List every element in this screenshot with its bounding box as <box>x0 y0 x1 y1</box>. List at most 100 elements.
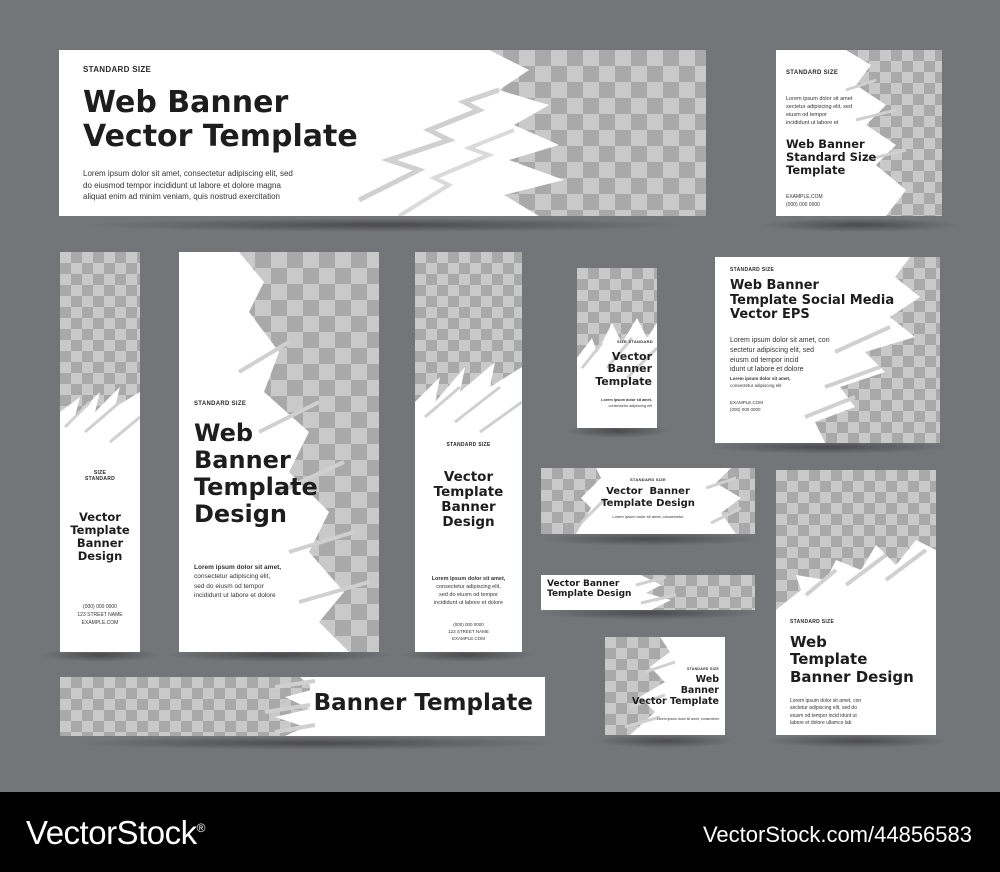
title-line: Web <box>695 674 719 685</box>
body-text: Lorem ipsum dolor sit amet, consectetur … <box>601 398 652 409</box>
banner-small-rect: STANDARD SIZE Web Banner Vector Template… <box>605 637 725 735</box>
title-line: Template <box>194 472 318 501</box>
title-line: Template Design <box>547 589 632 600</box>
brush-stroke-icon <box>415 362 522 652</box>
body-line: idunt ut labore et dolore <box>730 366 804 374</box>
brush-stroke-icon <box>264 677 545 736</box>
size-tag: STANDARD SIZE <box>194 401 247 407</box>
logo-text: VectorStock <box>26 814 197 851</box>
title-line: Template <box>790 650 868 669</box>
banner-title: Vector Banner Template Design <box>547 579 631 600</box>
brush-stroke-icon <box>179 252 370 652</box>
body-line: aliquat enim ad minim veniam, quis nostr… <box>83 192 280 202</box>
size-tag: SIZE STANDARD <box>616 339 653 344</box>
title-line: Vector <box>611 350 652 363</box>
banner-medium-rect-top: STANDARD SIZE Lorem ipsum dolor sit amet… <box>776 50 942 216</box>
banner-social-media: STANDARD SIZE Web Banner Template Social… <box>715 257 940 443</box>
contact-info: EXAMPLE.COM (000) 000 0000 <box>786 193 823 209</box>
body-line: consectetur adipiscing elit, <box>436 583 501 590</box>
body-text: Lorem ipsum dolor sit amet, consectetur <box>612 514 684 519</box>
body-text: Lorem ipsum dolor sit amet, consectetur … <box>194 563 281 601</box>
contact-line: (000) 000 0000 <box>83 604 117 610</box>
brush-stroke-icon <box>60 387 140 652</box>
body-line: sed do eiusm od tempor <box>194 582 264 590</box>
body-text: Lorem ipsum dolor sit amet, consectetur … <box>83 168 293 203</box>
contact-line: 123 STREET NAME <box>77 612 123 618</box>
banner-shadow <box>595 734 735 748</box>
title-line: Vector Banner <box>606 486 690 497</box>
contact-line: (000) 000 0000 <box>786 202 820 208</box>
title-line: Vector Banner <box>547 579 620 589</box>
size-tag: STANDARD SIZE <box>786 70 839 76</box>
tag-line: SIZE <box>93 470 107 476</box>
title-line: Standard Size <box>786 149 877 164</box>
watermark-footer: VectorStock® VectorStock.com/44856583 <box>0 792 1000 872</box>
body-text: Lorem ipsum dolor sit amet, con sectetur… <box>790 698 861 727</box>
contact-info: (000) 000 0000 123 STREET NAME EXAMPLE.C… <box>415 621 522 643</box>
brush-stroke-icon <box>776 50 907 216</box>
banner-title: Vector Template Banner Design <box>60 511 140 563</box>
title-line: Banner <box>680 684 719 696</box>
size-tag: STANDARD SIZE <box>83 65 152 74</box>
size-tag: STANDARD SIZE <box>686 667 719 671</box>
body-line: eiusm od tempor incid <box>730 356 799 364</box>
title-line: Banner <box>76 535 124 550</box>
image-url[interactable]: VectorStock.com/44856583 <box>702 822 972 847</box>
banner-wide-top: STANDARD SIZE Web Banner Vector Template… <box>59 50 706 216</box>
title-line: Template <box>70 522 130 537</box>
body-line: incididunt ut labore et dolore <box>194 592 276 600</box>
title-line: Template <box>433 484 504 501</box>
contact-info: (000) 000 0000 123 STREET NAME EXAMPLE.C… <box>60 603 140 627</box>
title-line: Banner Design <box>790 667 914 686</box>
title-line: Vector <box>443 469 494 485</box>
body-text: Lorem ipsum dolor sit amet, consectetur … <box>415 576 522 608</box>
registered-mark: ® <box>196 821 206 835</box>
banner-shadow <box>760 218 960 232</box>
title-line: Web <box>790 633 827 651</box>
banner-title: Vector Template Banner Design <box>415 469 522 531</box>
banner-title: Vector Banner Template Design <box>541 486 755 509</box>
body-text: Lorem ipsum dolor sit amet, consectetur <box>656 717 719 721</box>
title-line: Vector <box>79 510 121 524</box>
title-line: Design <box>442 514 495 531</box>
banner-title: Web Banner Template Social Media Vector … <box>730 278 894 323</box>
banner-skyscraper-wide: STANDARD SIZE Web Banner Template Design… <box>179 252 379 652</box>
brand-logo: VectorStock® <box>26 814 205 852</box>
title-line: Banner <box>194 445 291 474</box>
artwork-canvas: STANDARD SIZE Web Banner Vector Template… <box>40 50 960 750</box>
body-line: labore et dolore ullamco lab <box>790 719 852 726</box>
brush-stroke-icon <box>576 468 742 534</box>
size-tag: STANDARD SIZE <box>446 442 491 448</box>
body-line: do eiusmod tempor incididunt ut labore e… <box>83 180 281 190</box>
banner-title: Vector Banner Template <box>595 350 652 388</box>
body-line: sectetur adipiscing elit, sed <box>786 103 853 110</box>
banner-title: Web Banner Vector Template <box>632 674 719 708</box>
body-line: Lorem ipsum dolor sit amet, consectetur … <box>83 169 293 178</box>
body-line: Lorem ipsum dolor sit amet, <box>194 564 282 571</box>
contact-line: EXAMPLE.COM <box>81 620 119 626</box>
body-line: sectetur adipiscing elit, sed do <box>790 705 857 712</box>
title-line: Web Banner <box>83 85 289 120</box>
body-line: Lorem ipsum dolor sit amet, con <box>730 337 830 344</box>
contact-line: EXAMPLE.COM <box>730 400 764 405</box>
body-line: Lorem ipsum dolor sit amet, <box>730 376 791 381</box>
banner-small-vertical: SIZE STANDARD Vector Banner Template Lor… <box>577 268 657 428</box>
body-line: eiusm od tempor <box>786 111 827 118</box>
title-line: Template Design <box>601 497 695 509</box>
brush-stroke-icon <box>715 257 920 443</box>
banner-shadow <box>80 218 690 232</box>
body-line: incididunt ut labore et dolore <box>433 599 504 606</box>
banner-title: Web Banner Vector Template <box>83 86 358 153</box>
banner-shadow <box>540 532 760 546</box>
title-line: Template <box>786 162 846 177</box>
contact-info: EXAMPLE.COM (000) 000 0000 <box>730 399 763 413</box>
body-text-small: Lorem ipsum dolor sit amet, consectetur … <box>730 376 790 389</box>
transparent-area <box>60 677 310 736</box>
brush-stroke-icon <box>776 540 936 735</box>
body-line: sed do eiusm od tempor <box>438 591 498 598</box>
title-line: Banner <box>607 362 652 376</box>
banner-skyscraper-narrow: SIZE STANDARD Vector Template Banner Des… <box>60 252 140 652</box>
banner-shadow <box>765 734 950 748</box>
body-text: Lorem ipsum dolor sit amet, con sectetur… <box>730 336 830 375</box>
banner-shadow <box>70 736 560 750</box>
